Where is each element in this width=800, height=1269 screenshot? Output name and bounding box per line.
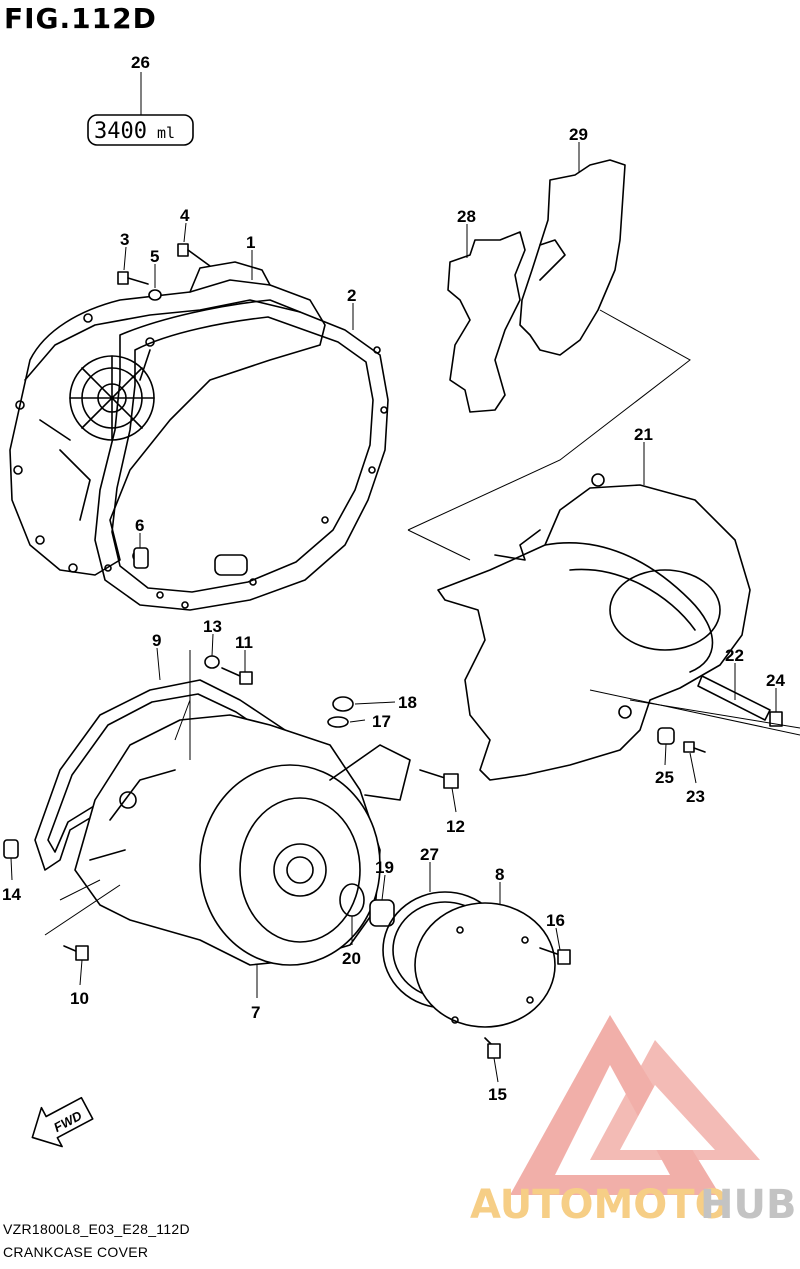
callout-22: 22 xyxy=(725,646,744,665)
watermark-logo: AUTOMOTO HUB xyxy=(470,1015,796,1228)
callout-18: 18 xyxy=(398,693,417,712)
callout-12: 12 xyxy=(446,817,465,836)
callout-23: 23 xyxy=(686,787,705,806)
part-28-shield xyxy=(447,231,526,413)
oil-quantity-value: 3400 xyxy=(94,119,147,144)
callout-27: 27 xyxy=(420,845,439,864)
callout-7: 7 xyxy=(251,1003,260,1022)
callout-25: 25 xyxy=(655,768,674,787)
callout-4: 4 xyxy=(180,206,190,225)
part-22-spacer xyxy=(697,675,771,721)
diagram-code: VZR1800L8_E03_E28_112D xyxy=(3,1221,190,1237)
part-17-o-ring xyxy=(327,716,349,728)
watermark-triangle-second-inner xyxy=(620,1085,715,1150)
watermark-text-hub: HUB xyxy=(700,1182,796,1228)
callout-29: 29 xyxy=(569,125,588,144)
callout-17: 17 xyxy=(372,712,391,731)
part-11-bolt xyxy=(221,667,253,685)
part-7-crankcase-cover xyxy=(74,714,411,966)
figure-title: FIG.112D xyxy=(4,2,157,35)
part-26-oil-quantity: 3400 ml xyxy=(87,72,194,146)
callout-24: 24 xyxy=(766,671,785,690)
part-21-generator-cover xyxy=(407,309,751,781)
part-8-clutch-cover xyxy=(414,902,556,1028)
leader-lines xyxy=(10,142,777,1083)
part-10-bolt xyxy=(63,945,89,961)
callout-labels: 26 3 4 5 1 2 6 28 29 21 9 13 11 18 17 12… xyxy=(2,53,785,1104)
callout-16: 16 xyxy=(546,911,565,930)
part-12-bolt xyxy=(419,769,459,789)
callout-9: 9 xyxy=(152,631,161,650)
diagram-name: CRANKCASE COVER xyxy=(3,1244,149,1260)
part-5-washer xyxy=(148,289,162,301)
part-25-grommet xyxy=(657,727,675,745)
callout-2: 2 xyxy=(347,286,356,305)
part-2-gasket xyxy=(94,299,389,611)
part-6-dowel-pin xyxy=(133,547,149,569)
part-1-clutch-cover xyxy=(9,261,326,576)
part-29-shield xyxy=(519,159,626,356)
callout-10: 10 xyxy=(70,989,89,1008)
callout-1: 1 xyxy=(246,233,255,252)
part-3-bolt xyxy=(117,271,149,285)
callout-8: 8 xyxy=(495,865,504,884)
callout-6: 6 xyxy=(135,516,144,535)
part-13-washer xyxy=(204,655,220,669)
part-4-bolt xyxy=(177,243,211,267)
callout-26: 26 xyxy=(131,53,150,72)
part-15-bolt xyxy=(484,1037,501,1059)
callout-5: 5 xyxy=(150,247,159,266)
callout-3: 3 xyxy=(120,230,129,249)
callout-19: 19 xyxy=(375,858,394,877)
callout-28: 28 xyxy=(457,207,476,226)
oil-quantity-unit: ml xyxy=(157,124,175,142)
part-14-dowel xyxy=(3,839,19,859)
callout-15: 15 xyxy=(488,1085,507,1104)
callout-11: 11 xyxy=(235,633,253,652)
fwd-arrow-icon: FWD xyxy=(31,1096,94,1148)
part-16-bolt xyxy=(539,947,571,965)
callout-20: 20 xyxy=(342,949,361,968)
callout-13: 13 xyxy=(203,617,222,636)
part-18-plug xyxy=(332,696,354,712)
part-23-bolt xyxy=(683,741,706,753)
callout-21: 21 xyxy=(634,425,653,444)
part-24-bolt xyxy=(589,689,800,736)
watermark-text-main: AUTOMOTO xyxy=(470,1182,729,1228)
callout-14: 14 xyxy=(2,885,21,904)
